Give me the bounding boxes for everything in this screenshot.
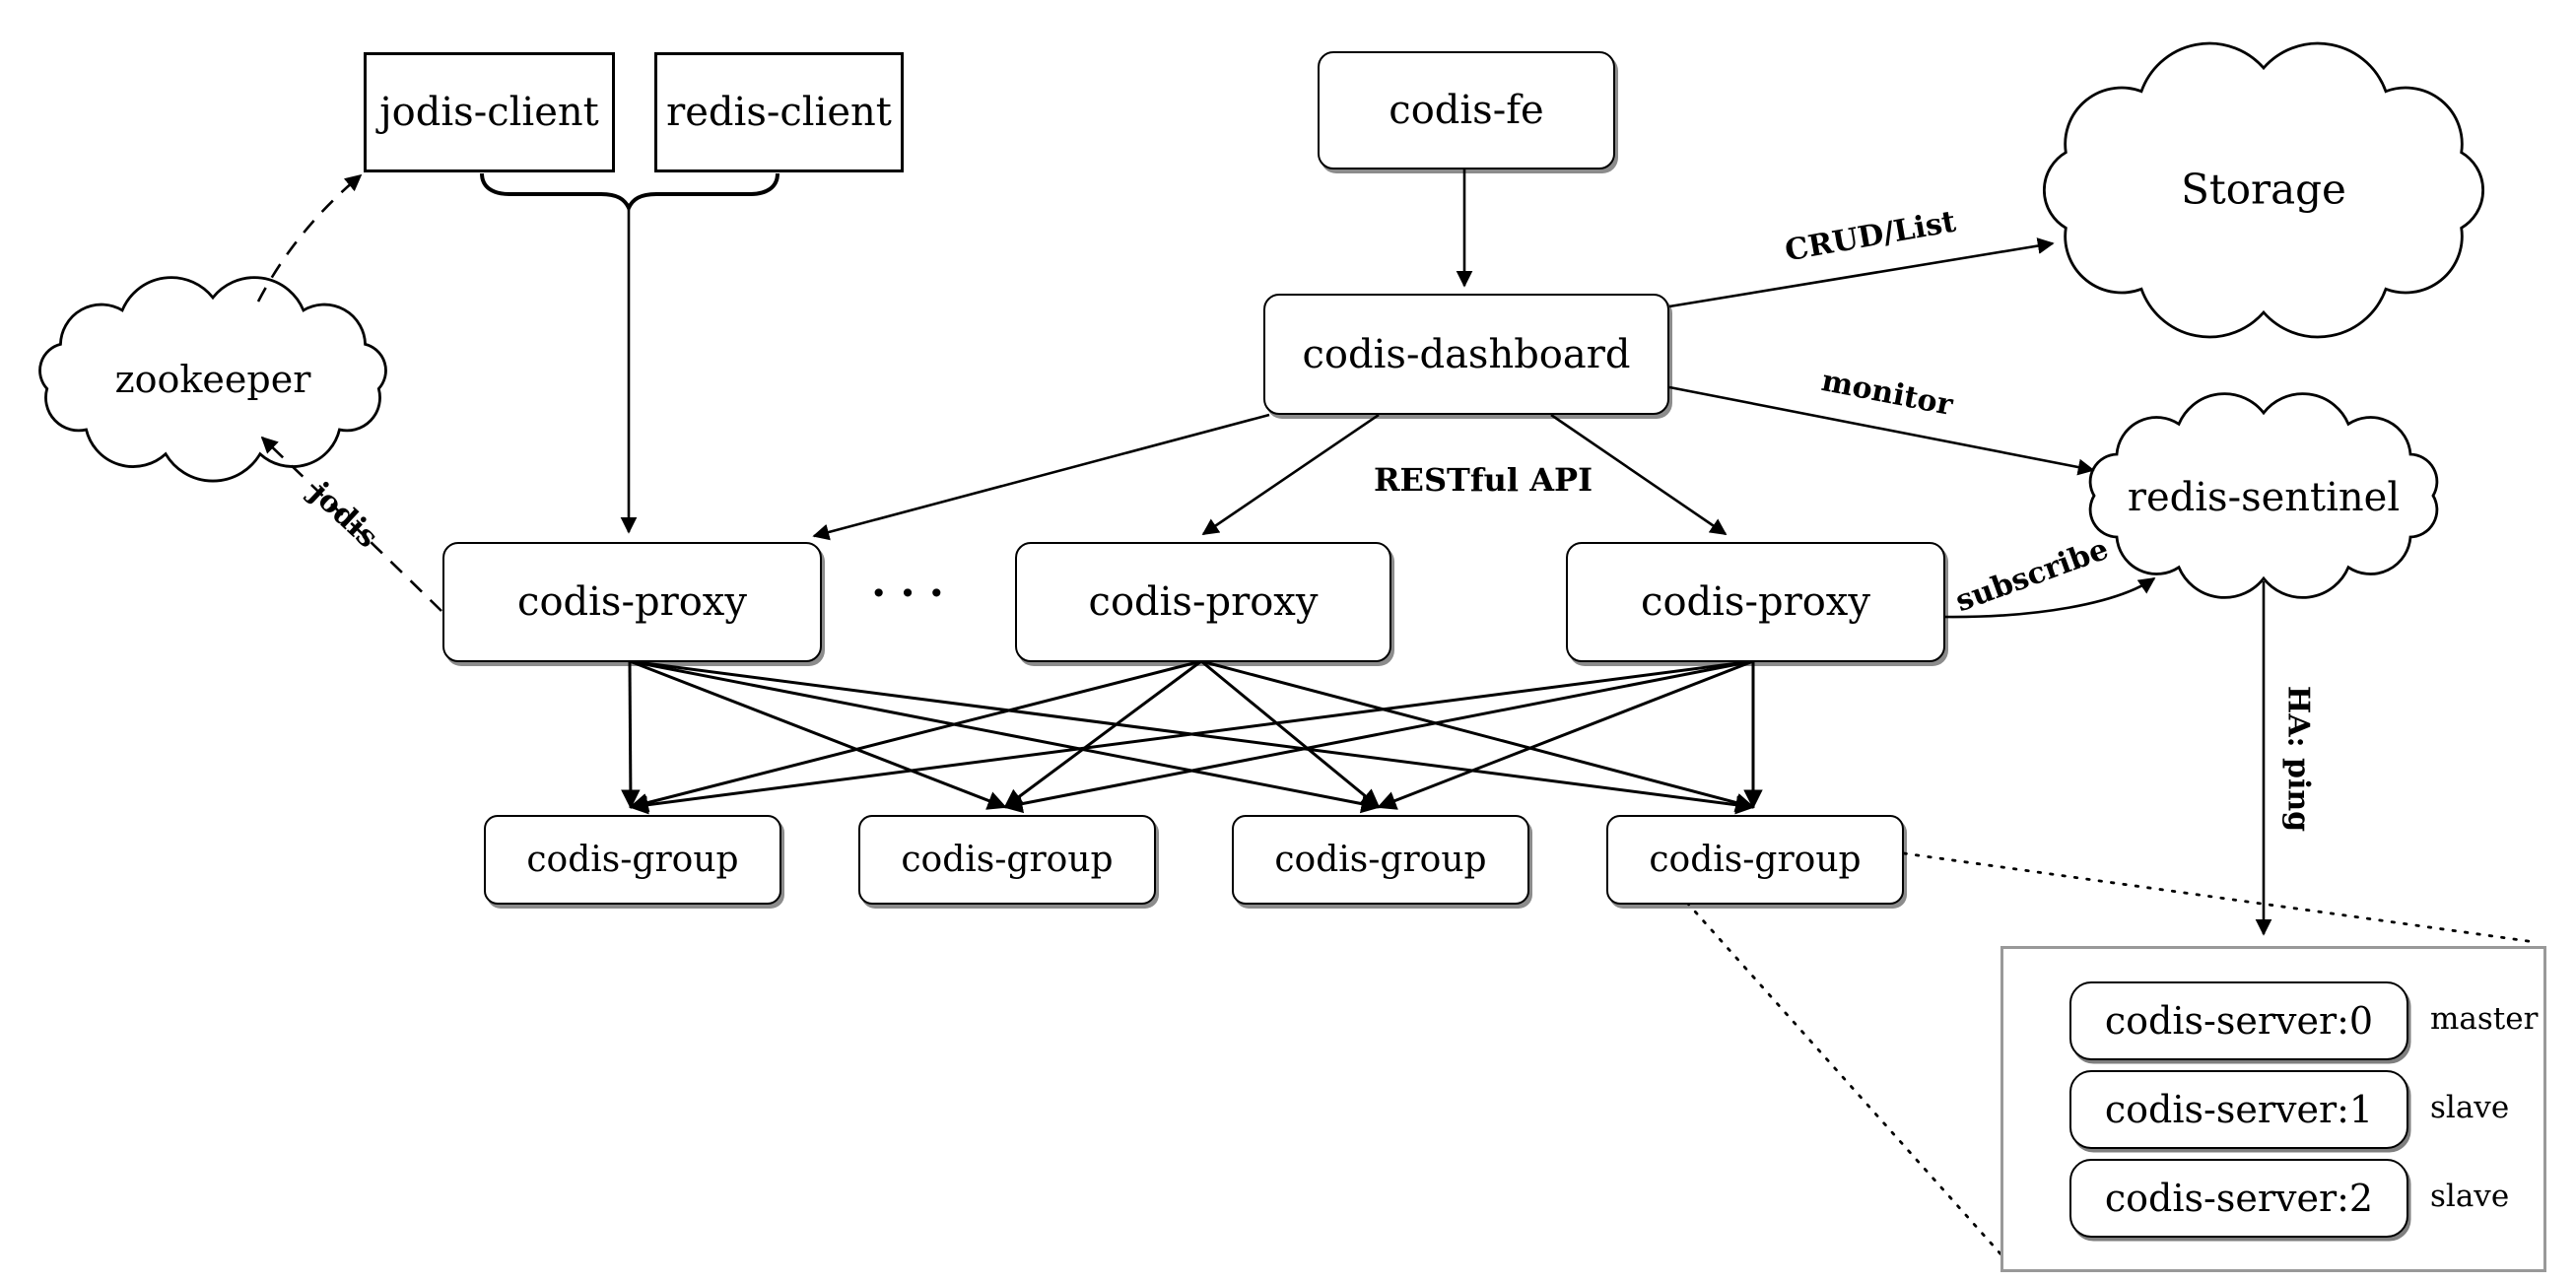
node-codis-dashboard: codis-dashboard (1263, 294, 1669, 415)
proxy-group-arrows (621, 659, 1763, 815)
server-0-role: master (2430, 1000, 2539, 1037)
dotted-group4-to-container-bottom (1685, 901, 2007, 1261)
node-codis-group-2-label: codis-group (901, 839, 1114, 880)
cloud-shapes (38, 41, 2484, 599)
arrow-proxy3-to-sentinel-subscribe (1942, 576, 2156, 619)
clients-brace (480, 172, 780, 213)
node-codis-proxy-2: codis-proxy (1015, 542, 1391, 662)
node-storage-label: Storage (2181, 165, 2346, 214)
arrow-dashboard-to-proxy1 (812, 413, 1270, 541)
node-codis-proxy-3: codis-proxy (1566, 542, 1945, 662)
storage-cloud (2043, 41, 2484, 339)
node-codis-group-2: codis-group (858, 815, 1156, 905)
node-redis-client: redis-client (654, 52, 904, 172)
node-codis-proxy-1-label: codis-proxy (517, 579, 747, 625)
server-2-role: slave (2430, 1178, 2510, 1214)
node-codis-fe: codis-fe (1318, 51, 1615, 169)
proxy-ellipsis: ··· (871, 568, 958, 619)
node-codis-server-2: codis-server:2 (2069, 1159, 2408, 1238)
arrow-dashboard-to-proxy3 (1550, 413, 1728, 536)
node-codis-server-1: codis-server:1 (2069, 1070, 2408, 1149)
node-codis-group-3: codis-group (1232, 815, 1529, 905)
node-codis-fe-label: codis-fe (1389, 88, 1544, 133)
node-jodis-client-label: jodis-client (379, 90, 599, 135)
node-codis-group-3-label: codis-group (1274, 839, 1487, 880)
arrow-dashboard-to-proxy2 (1201, 413, 1380, 536)
redis-sentinel-cloud (2088, 392, 2439, 599)
arrow-dashboard-to-storage (1668, 237, 2055, 308)
dotted-group4-to-container-top (1902, 851, 2537, 944)
solid-arrows (620, 169, 2272, 936)
node-codis-server-1-label: codis-server:1 (2104, 1088, 2374, 1131)
node-codis-group-1-label: codis-group (526, 839, 739, 880)
edge-label-restful-api: RESTful API (1373, 461, 1593, 499)
arrow-dashboard-to-sentinel (1668, 385, 2095, 476)
node-codis-group-4-label: codis-group (1649, 839, 1862, 880)
node-redis-client-label: redis-client (666, 90, 892, 135)
node-jodis-client: jodis-client (364, 52, 615, 172)
node-codis-proxy-3-label: codis-proxy (1641, 579, 1870, 625)
node-codis-dashboard-label: codis-dashboard (1302, 331, 1631, 377)
edge-label-ha-ping: HA: ping (2280, 685, 2316, 833)
node-codis-group-4: codis-group (1606, 815, 1904, 905)
arrow-proxy1-to-zookeeper-jodis (260, 436, 442, 612)
dashed-arrows (256, 173, 442, 612)
arrow-zookeeper-to-jodis-client (256, 173, 363, 303)
node-codis-server-0-label: codis-server:0 (2104, 999, 2374, 1043)
node-codis-group-1: codis-group (484, 815, 781, 905)
dotted-expansion-lines (1685, 851, 2537, 1261)
node-codis-proxy-2-label: codis-proxy (1088, 579, 1319, 625)
zookeeper-cloud (38, 276, 387, 483)
node-zookeeper-label: zookeeper (114, 358, 311, 401)
node-codis-server-2-label: codis-server:2 (2104, 1177, 2374, 1220)
server-1-role: slave (2430, 1089, 2510, 1125)
node-codis-proxy-1: codis-proxy (442, 542, 822, 662)
node-redis-sentinel-label: redis-sentinel (2127, 475, 2401, 520)
node-codis-server-0: codis-server:0 (2069, 981, 2408, 1060)
